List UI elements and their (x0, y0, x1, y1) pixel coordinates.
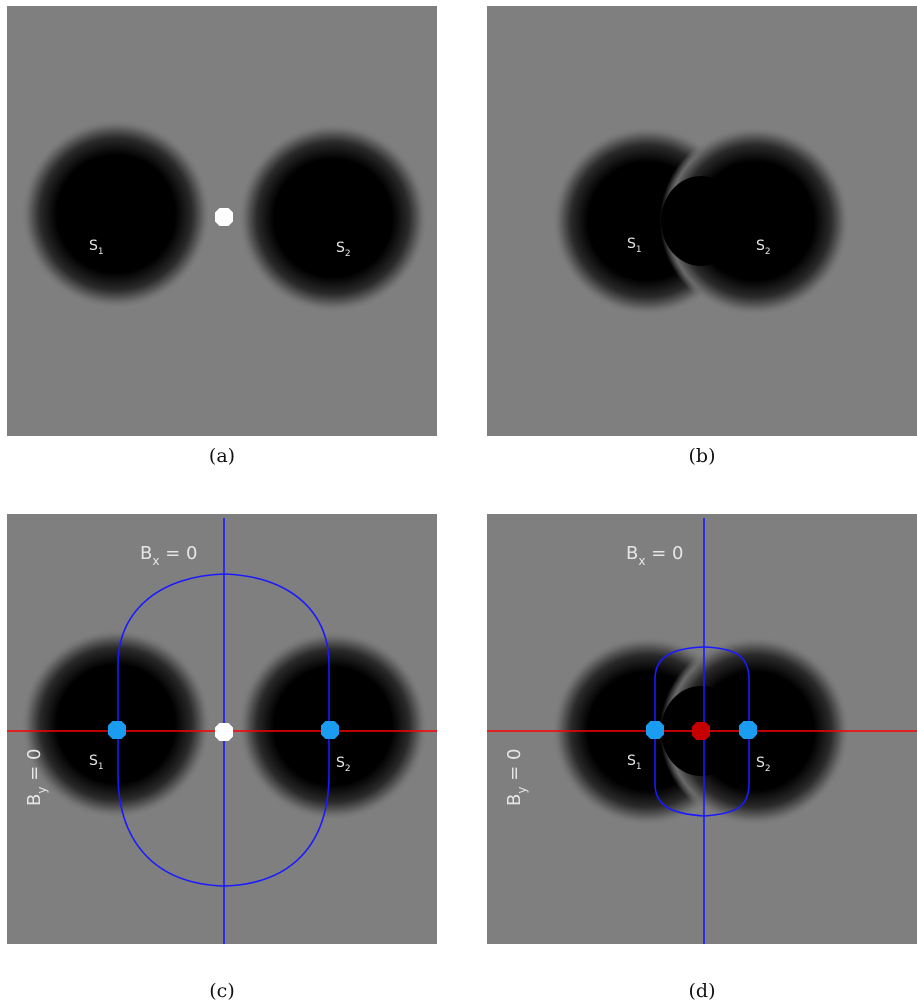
source-marker-s1 (108, 721, 126, 739)
label-s1: S1 (627, 753, 642, 772)
blob-bridge (661, 176, 741, 266)
null-point-marker (215, 208, 233, 226)
source-blob-s2 (660, 126, 850, 316)
label-s2: S2 (756, 755, 771, 774)
caption-a: (a) (208, 445, 236, 467)
by-zero-label: By = 0 (24, 749, 49, 806)
caption-d: (d) (688, 980, 716, 1002)
panel-c-field: S1 S2 Bx = 0 By = 0 (7, 514, 437, 944)
label-s2: S2 (336, 755, 351, 774)
panel-c: S1 S2 Bx = 0 By = 0 (7, 514, 437, 944)
caption-c: (c) (209, 980, 235, 1002)
label-s1: S1 (89, 753, 104, 772)
panel-b: S1 S2 (487, 6, 917, 436)
caption-b: (b) (688, 445, 716, 467)
source-blob-s1 (21, 119, 211, 309)
label-s1: S1 (89, 238, 104, 257)
bx-zero-label: Bx = 0 (626, 543, 683, 568)
panel-a-field: S1 S2 (7, 6, 437, 436)
null-point-marker (215, 723, 233, 741)
bx-zero-contour (117, 573, 330, 887)
panel-a: S1 S2 (7, 6, 437, 436)
label-s1: S1 (627, 236, 642, 255)
source-marker-s1 (646, 721, 664, 739)
panel-d: S1 S2 Bx = 0 By = 0 (487, 514, 917, 944)
source-marker-s2 (321, 721, 339, 739)
source-blob-s2 (238, 123, 428, 313)
null-point-marker (692, 722, 710, 740)
by-zero-label: By = 0 (504, 749, 529, 806)
panel-d-field: S1 S2 Bx = 0 By = 0 (487, 514, 917, 944)
bx-zero-label: Bx = 0 (140, 543, 197, 568)
label-s2: S2 (336, 240, 351, 259)
source-marker-s2 (739, 721, 757, 739)
label-s2: S2 (756, 238, 771, 257)
panel-b-field: S1 S2 (487, 6, 917, 436)
